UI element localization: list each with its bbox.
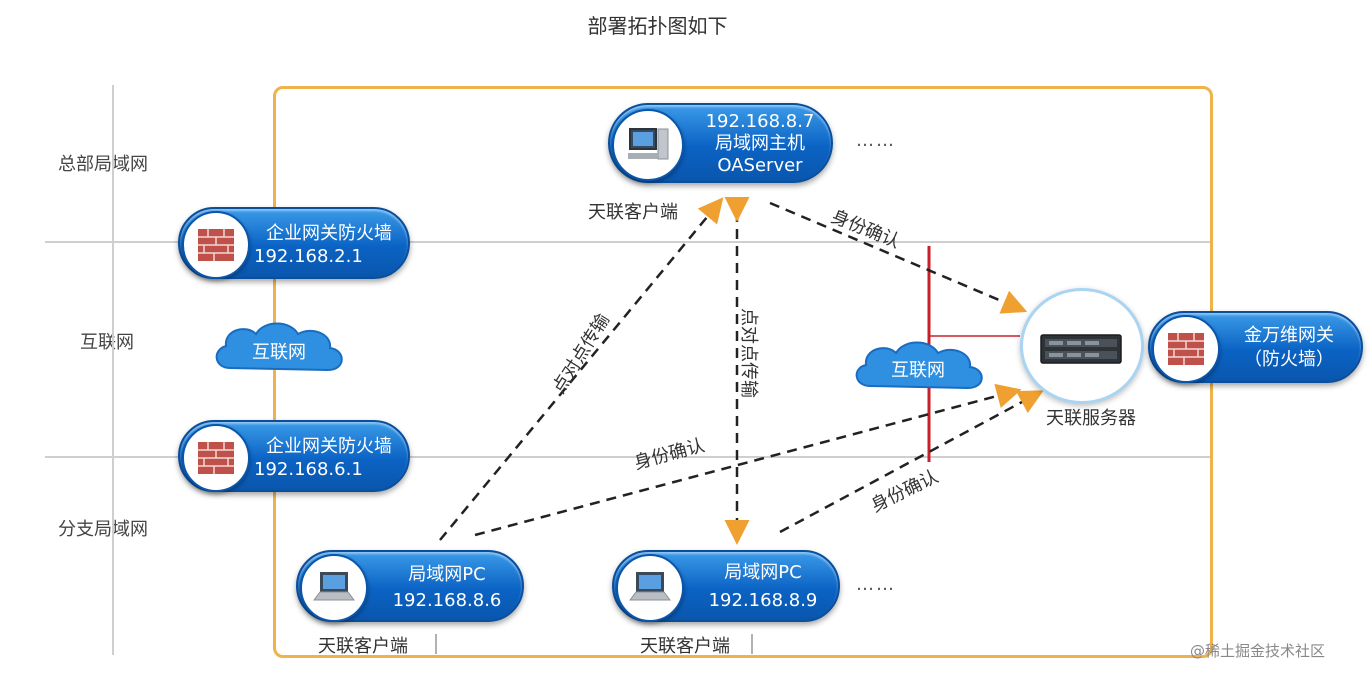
ellipsis-top: …… <box>856 130 896 151</box>
node-pc-right: 局域网PC 192.168.8.9 <box>612 550 840 622</box>
laptop-icon <box>616 554 684 622</box>
gateway-right-line1: 金万维网关 <box>1244 325 1334 346</box>
zone-label-internet: 互联网 <box>80 332 134 353</box>
watermark: @稀土掘金技术社区 <box>1190 642 1326 660</box>
zone-label-branch: 分支局域网 <box>58 519 148 540</box>
oa-server-name: 局域网主机 <box>715 133 805 154</box>
auth-top-arrow <box>769 201 1028 314</box>
pc-right-caption: 天联客户端 <box>640 636 730 657</box>
cloud-icon <box>215 322 343 372</box>
fw-branch-name: 企业网关防火墙 <box>266 436 392 457</box>
internet-cloud-left-label: 互联网 <box>252 342 306 363</box>
pc-right-name: 局域网PC <box>724 562 802 583</box>
auth-mid-arrow <box>474 383 1022 537</box>
internet-cloud-left: 互联网 <box>208 318 350 380</box>
node-oa-server: 192.168.8.7 局域网主机 OAServer <box>608 103 833 183</box>
oa-server-ip: 192.168.8.7 <box>705 111 815 132</box>
node-pc-left: 局域网PC 192.168.8.6 <box>296 550 524 622</box>
firewall-icon <box>182 424 250 492</box>
cloud-icon <box>855 341 983 390</box>
node-gateway-right: 金万维网关 （防火墙） <box>1148 311 1363 383</box>
oa-server-caption: 天联客户端 <box>588 202 678 223</box>
diagram-title: 部署拓扑图如下 <box>587 14 728 38</box>
pc-left-ip: 192.168.8.6 <box>392 590 502 611</box>
pc-left-caption: 天联客户端 <box>318 636 408 657</box>
fw-branch-ip: 192.168.6.1 <box>254 459 363 480</box>
node-server <box>1020 288 1144 404</box>
p2p-diagonal-arrow <box>439 197 724 541</box>
edge-label-p2p-vertical: 点对点传输 <box>738 308 759 398</box>
pc-left-name: 局域网PC <box>408 564 486 585</box>
oa-server-sub: OAServer <box>717 155 803 176</box>
internet-cloud-right: 互联网 <box>848 338 988 398</box>
node-fw-hq: 企业网关防火墙 192.168.2.1 <box>178 207 410 279</box>
computer-icon <box>612 109 684 181</box>
node-fw-branch: 企业网关防火墙 192.168.6.1 <box>178 420 410 492</box>
auth-bottom-arrow <box>779 390 1044 534</box>
internet-cloud-right-label: 互联网 <box>891 360 945 381</box>
laptop-icon <box>300 554 368 622</box>
server-icon <box>1040 334 1122 364</box>
firewall-icon <box>1152 315 1220 383</box>
fw-hq-name: 企业网关防火墙 <box>266 223 392 244</box>
server-caption: 天联服务器 <box>1046 408 1136 429</box>
pc-right-ip: 192.168.8.9 <box>708 590 818 611</box>
zone-label-hq: 总部局域网 <box>58 154 148 175</box>
ellipsis-bottom: …… <box>856 574 896 595</box>
gateway-right-line2: （防火墙） <box>1244 349 1334 370</box>
fw-hq-ip: 192.168.2.1 <box>254 246 363 267</box>
firewall-icon <box>182 211 250 279</box>
